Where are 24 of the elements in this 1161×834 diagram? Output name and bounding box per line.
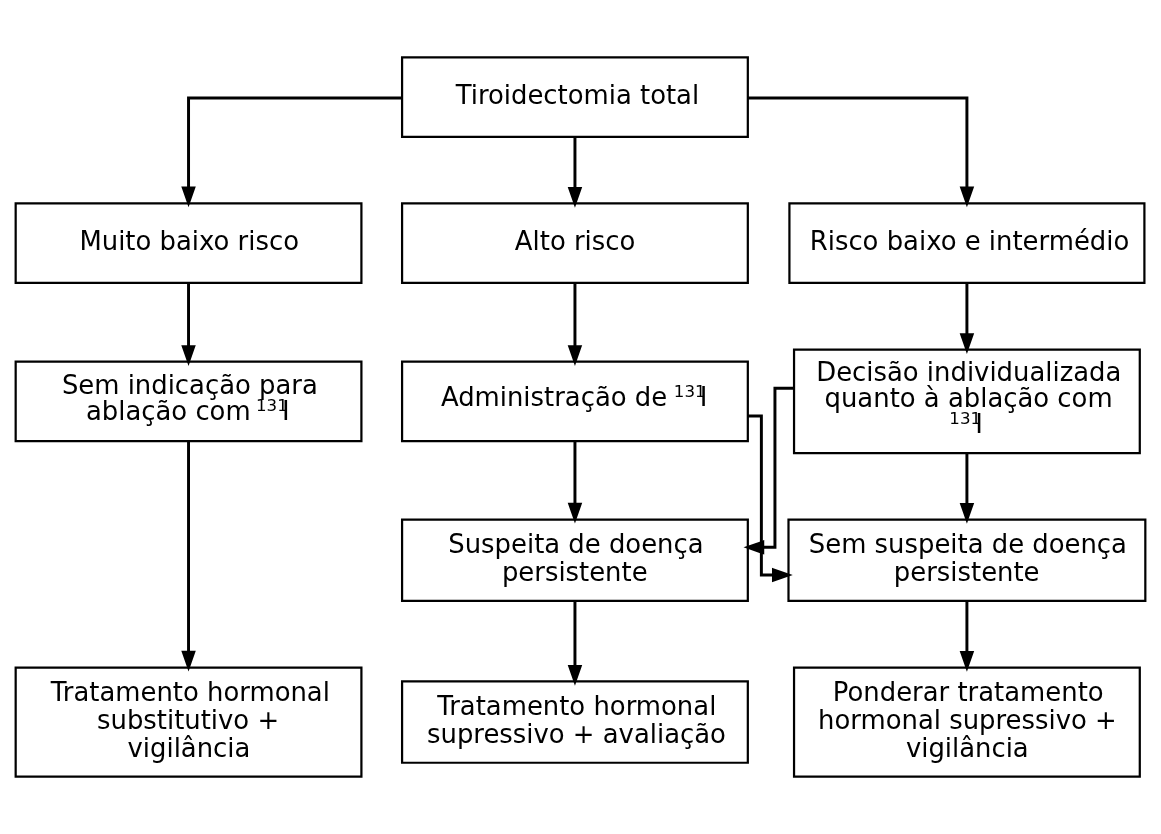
node-box: Tratamento hormonal substitutivo + vigilância bbox=[14, 666, 363, 778]
arrow bbox=[567, 441, 583, 524]
node-box: Tratamento hormonal supressivo + avaliação bbox=[400, 680, 749, 764]
arrow bbox=[959, 283, 975, 354]
node-box: Ponderar tratamento hormonal supressivo + vigilância bbox=[792, 666, 1141, 778]
arrow bbox=[567, 283, 583, 366]
arrow bbox=[567, 137, 583, 208]
node-box: Sem indicação para ablação com $^{131}$I bbox=[14, 360, 363, 443]
node-box: Sem suspeita de doença persistente bbox=[787, 518, 1147, 603]
arrow bbox=[181, 441, 196, 672]
node-box: Alto risco bbox=[400, 202, 749, 285]
node-box: Suspeita de doença persistente bbox=[400, 518, 749, 603]
arrow bbox=[181, 283, 196, 366]
arrow bbox=[567, 601, 583, 686]
arrow bbox=[181, 96, 402, 208]
node-box: Decisão individualizada quanto à ablação com $^{131}$I bbox=[792, 348, 1141, 455]
node-box: Tiroidectomia total bbox=[400, 56, 749, 138]
arrow bbox=[959, 453, 975, 524]
node-box: Administração de $^{131}$I bbox=[400, 360, 749, 443]
arrow bbox=[959, 601, 975, 672]
node-box: Muito baixo risco bbox=[14, 202, 363, 285]
arrow bbox=[747, 414, 793, 583]
arrow bbox=[748, 96, 975, 208]
node-box: Risco baixo e intermédio bbox=[788, 202, 1146, 285]
